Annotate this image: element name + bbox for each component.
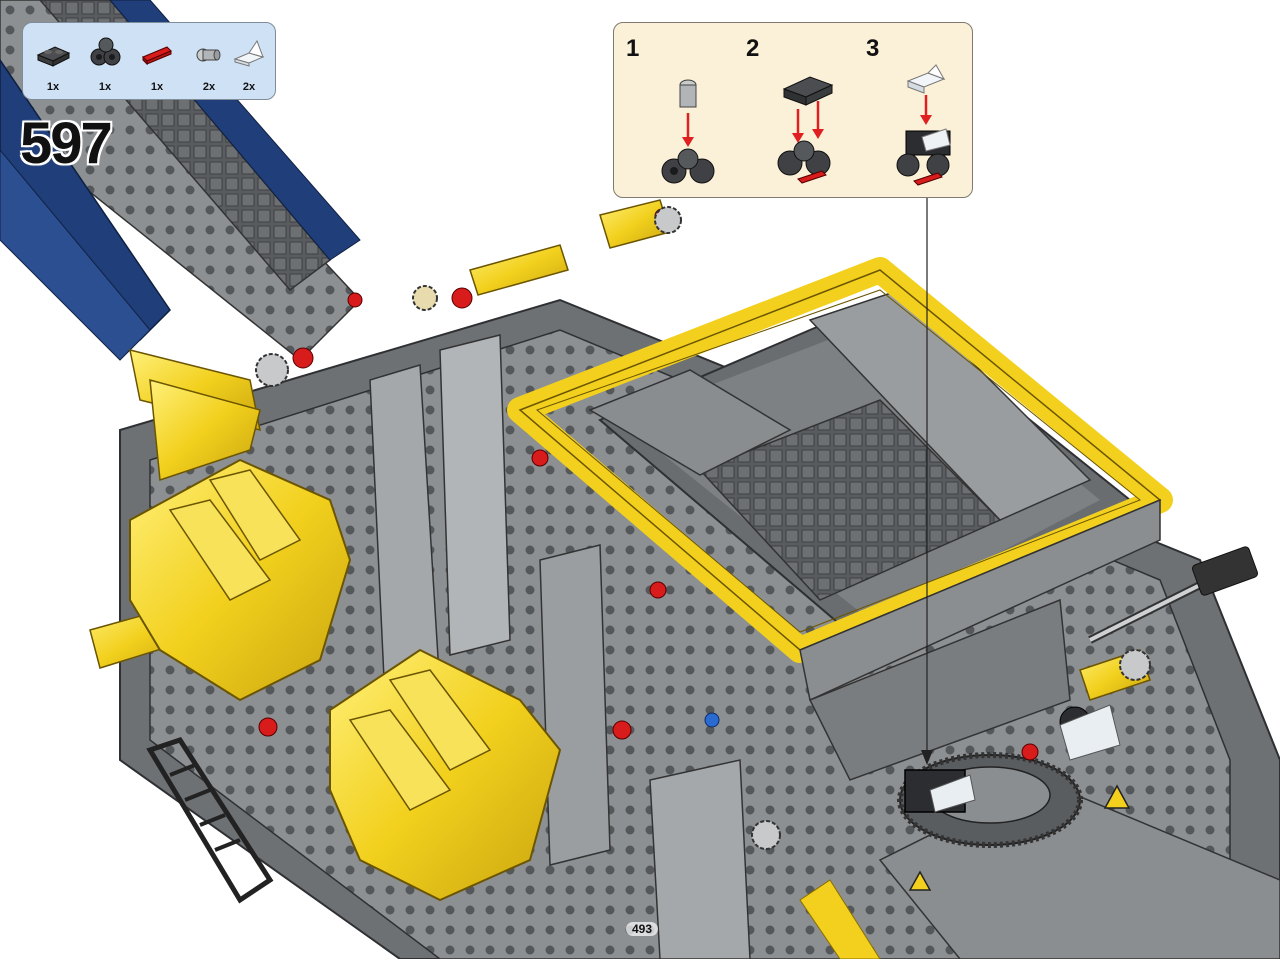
red-axle-connector-icon: [142, 46, 172, 66]
sub-step-number: 2: [746, 35, 760, 62]
parts-list-panel: 1x 1x 1x 2x 2x: [22, 22, 276, 100]
bucket-wheel-scoops: [129, 378, 562, 902]
sub-step-number: 1: [626, 35, 640, 62]
gray-gears: [255, 206, 1151, 850]
red-connectors: [258, 208, 720, 740]
added-assembly-highlight: [904, 704, 1121, 813]
part-slot: 1x: [33, 31, 73, 93]
part-quantity: 1x: [46, 81, 60, 93]
sub-step-1-illustration: [661, 79, 715, 184]
sub-step-1: 1: [622, 33, 732, 193]
sub-assembly-panel: 1 2 3: [613, 22, 973, 198]
part-slot: 1x: [85, 31, 125, 93]
warning-sticker: [1103, 784, 1131, 809]
step-number: 597: [20, 111, 113, 176]
hopper: [507, 257, 1173, 781]
sub-step-3: 3: [862, 33, 972, 193]
cable-and-plug: [1088, 546, 1259, 644]
part-quantity: 1x: [150, 81, 164, 93]
part-quantity: 1x: [98, 81, 112, 93]
part-slot: 2x: [229, 31, 269, 93]
page-number: 493: [626, 922, 658, 936]
part-slot: 2x: [189, 31, 229, 93]
part-slot: 1x: [137, 31, 177, 93]
callout-pointer-arrow: [921, 750, 933, 765]
dark-gray-plate-icon: [36, 46, 71, 67]
trans-clear-slope-tile-icon: [233, 39, 265, 67]
ladder: [146, 737, 274, 904]
light-gray-pin-icon: [196, 48, 221, 62]
sub-step-2: 2: [742, 33, 852, 193]
sub-step-2-illustration: [777, 76, 834, 184]
sub-step-3-illustration: [896, 64, 951, 186]
part-quantity: 2x: [242, 81, 256, 93]
dark-gray-pin-connector-icon: [90, 37, 121, 66]
part-quantity: 2x: [202, 81, 216, 93]
warning-sticker-2: [908, 870, 932, 891]
sub-step-number: 3: [866, 35, 880, 62]
